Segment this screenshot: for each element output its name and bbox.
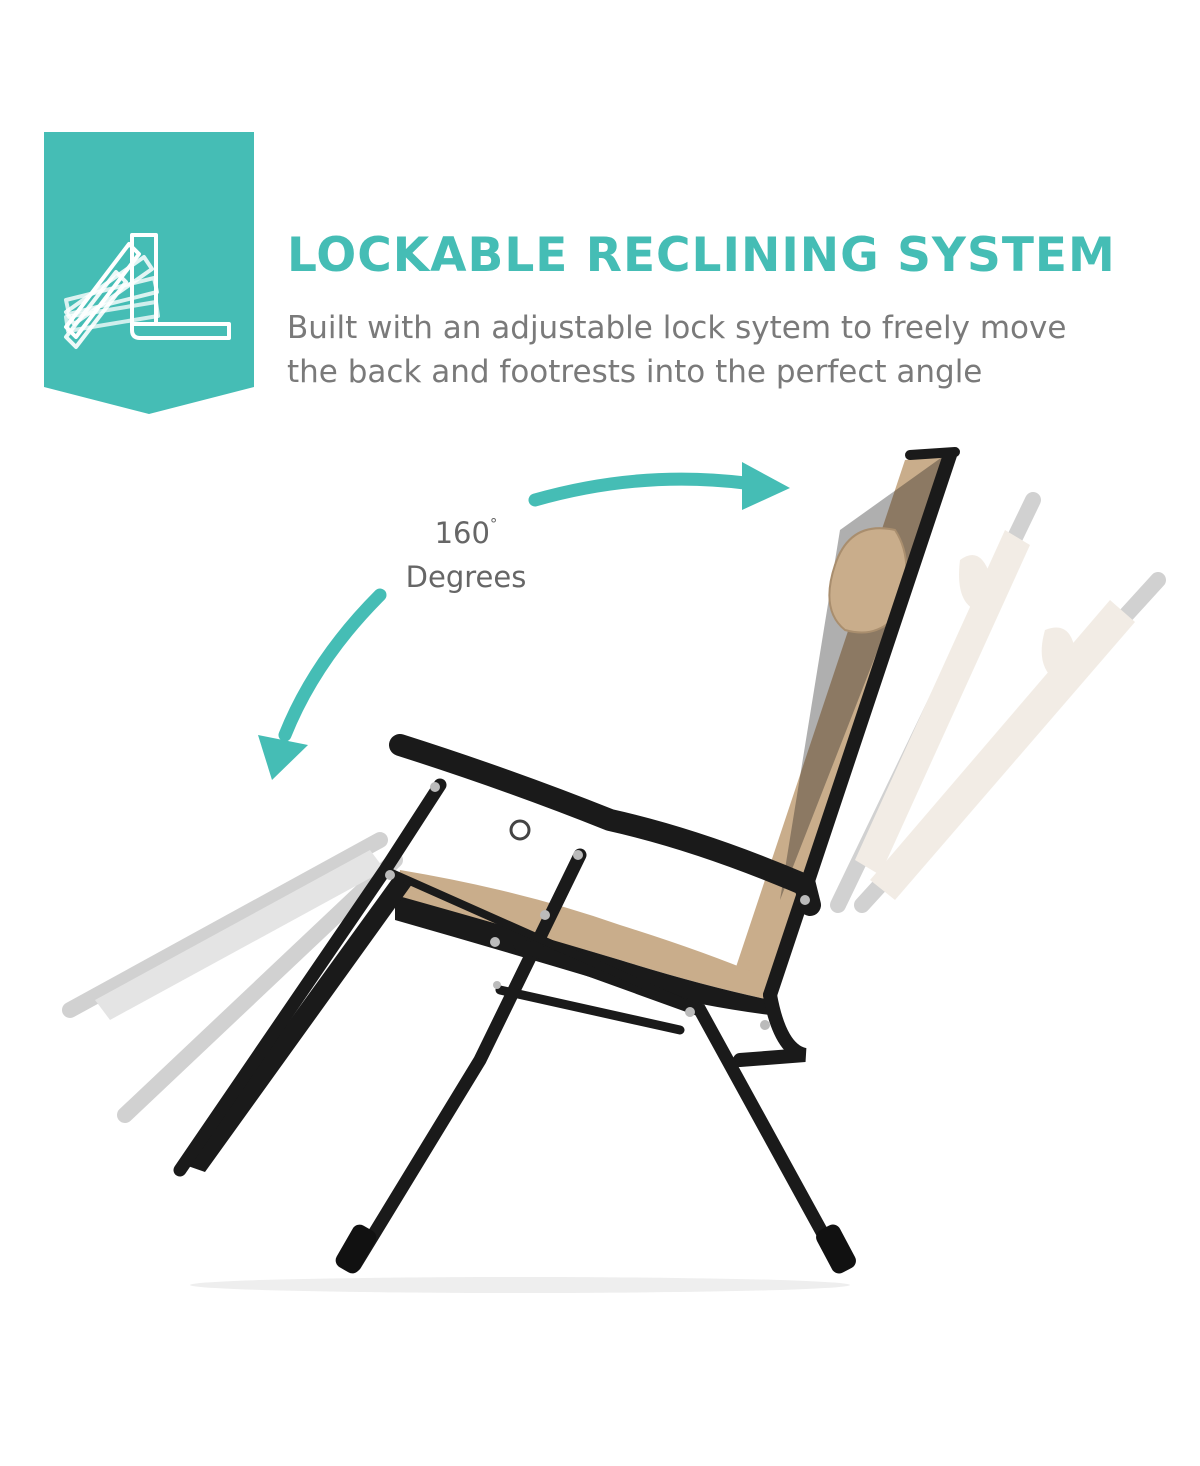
description-line-2: the back and footrests into the perfect …: [287, 354, 983, 390]
feature-title: LOCKABLE RECLINING SYSTEM: [287, 228, 1116, 283]
reclined-position-ghosts: [62, 492, 1166, 1123]
description-line-1: Built with an adjustable lock sytem to f…: [287, 310, 1067, 346]
feature-badge: [44, 132, 254, 414]
chair-illustration: [0, 430, 1200, 1330]
recline-angle-label: 160° Degrees: [368, 502, 564, 599]
degree-unit: Degrees: [405, 560, 527, 594]
recline-back-arrow-icon: [528, 462, 790, 510]
degree-symbol: °: [489, 515, 498, 533]
feature-description: Built with an adjustable lock sytem to f…: [287, 306, 1187, 394]
recline-foot-arrow-icon: [258, 588, 387, 780]
degree-value: 160: [434, 516, 490, 550]
reclining-chair-icon: [44, 132, 254, 414]
